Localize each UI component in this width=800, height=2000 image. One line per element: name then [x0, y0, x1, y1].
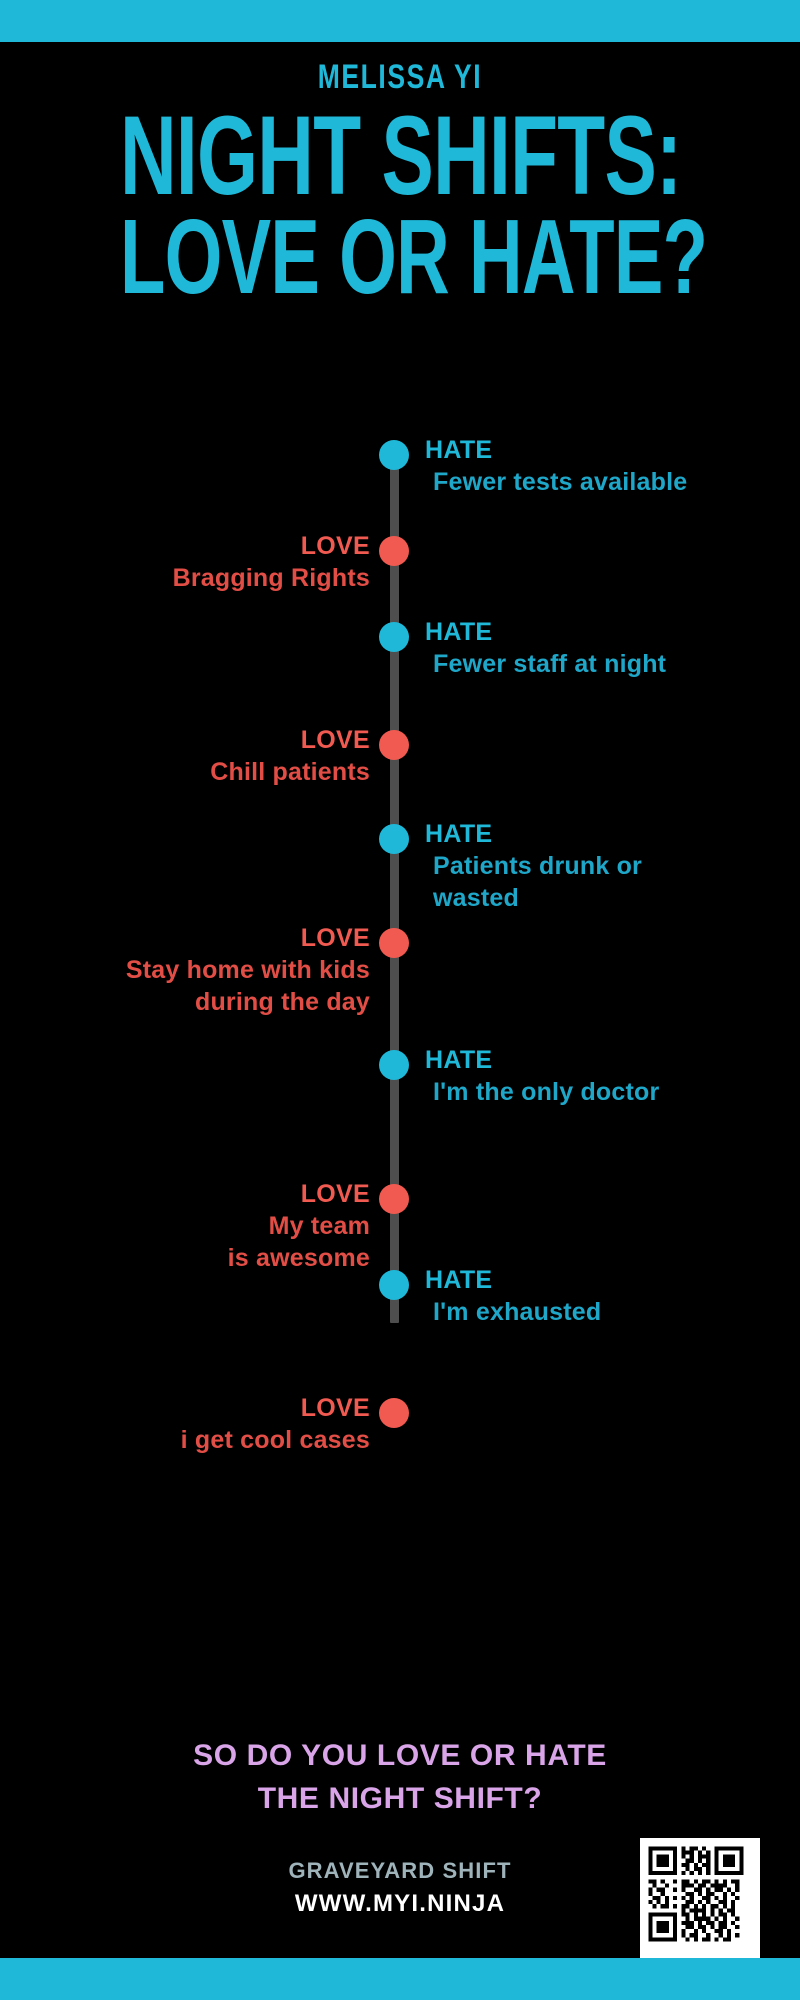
poster-footer: SO DO YOU LOVE OR HATE THE NIGHT SHIFT? …: [0, 1735, 800, 1918]
timeline-item-label: HATE Fewer tests available: [425, 434, 765, 498]
qr-code-icon[interactable]: [640, 1838, 760, 1958]
timeline-item-desc-line-1: Stay home with kids: [125, 956, 370, 984]
timeline-item-kind: LOVE: [300, 532, 370, 560]
love-dot-icon: [379, 536, 409, 566]
bottom-accent-bar: [0, 1958, 800, 2000]
timeline-item-kind: HATE: [425, 436, 493, 464]
timeline-item-desc-line-1: Bragging Rights: [172, 564, 370, 592]
timeline-item-kind: LOVE: [300, 1394, 370, 1422]
timeline-item-label: LOVE My team is awesome: [30, 1178, 370, 1274]
hate-dot-icon: [379, 622, 409, 652]
timeline-item-label: HATE I'm the only doctor: [425, 1044, 765, 1108]
call-to-action-line-2: THE NIGHT SHIFT?: [257, 1781, 543, 1815]
hate-dot-icon: [379, 1270, 409, 1300]
website-url: WWW.MYI.NINJA: [294, 1890, 506, 1918]
timeline-item-label: LOVE i get cool cases: [30, 1392, 370, 1456]
timeline-item-desc-line-2: is awesome: [227, 1244, 370, 1272]
timeline-item-desc-line-1: Chill patients: [210, 758, 370, 786]
hate-dot-icon: [379, 1050, 409, 1080]
timeline-item-desc-line-1: Fewer tests available: [433, 468, 688, 496]
brand-block: GRAVEYARD SHIFT WWW.MYI.NINJA: [0, 1858, 800, 1918]
timeline-item-desc-line-2: during the day: [194, 988, 370, 1016]
timeline-item-label: LOVE Chill patients: [30, 724, 370, 788]
timeline-item-label: HATE Fewer staff at night: [425, 616, 765, 680]
timeline-item-kind: HATE: [425, 618, 493, 646]
timeline-item-desc-line-1: I'm exhausted: [433, 1298, 602, 1326]
love-dot-icon: [379, 730, 409, 760]
love-dot-icon: [379, 1184, 409, 1214]
timeline-item-label: HATE Patients drunk or wasted: [425, 818, 765, 914]
timeline-item-label: HATE I'm exhausted: [425, 1264, 765, 1328]
timeline-item-kind: LOVE: [300, 924, 370, 952]
author-name: MELISSA YI: [317, 58, 483, 96]
series-name: GRAVEYARD SHIFT: [288, 1858, 512, 1884]
timeline-item-kind: HATE: [425, 1046, 493, 1074]
timeline-item-kind: LOVE: [300, 726, 370, 754]
top-accent-bar: [0, 0, 800, 42]
page-title-line-1: NIGHT SHIFTS:: [120, 93, 682, 218]
page-title-line-2: LOVE OR HATE?: [120, 198, 708, 317]
timeline-item-desc-line-2: wasted: [433, 884, 519, 912]
timeline-item-label: LOVE Stay home with kids during the day: [30, 922, 370, 1018]
timeline-item-desc-line-1: I'm the only doctor: [433, 1078, 660, 1106]
timeline-item-desc-line-1: Patients drunk or: [433, 852, 642, 880]
timeline-item-desc-line-1: My team: [268, 1212, 370, 1240]
hate-dot-icon: [379, 440, 409, 470]
hate-dot-icon: [379, 824, 409, 854]
timeline-item-kind: LOVE: [300, 1180, 370, 1208]
timeline-item-desc-line-1: Fewer staff at night: [433, 650, 667, 678]
timeline-item-kind: HATE: [425, 820, 493, 848]
timeline-item-label: LOVE Bragging Rights: [30, 530, 370, 594]
timeline-item-desc-line-1: i get cool cases: [180, 1426, 370, 1454]
timeline-spine: [390, 465, 399, 1323]
love-dot-icon: [379, 1398, 409, 1428]
love-dot-icon: [379, 928, 409, 958]
call-to-action-line-1: SO DO YOU LOVE OR HATE: [193, 1739, 607, 1772]
timeline-item-kind: HATE: [425, 1266, 493, 1294]
poster-header: MELISSA YI NIGHT SHIFTS: LOVE OR HATE?: [0, 58, 800, 317]
